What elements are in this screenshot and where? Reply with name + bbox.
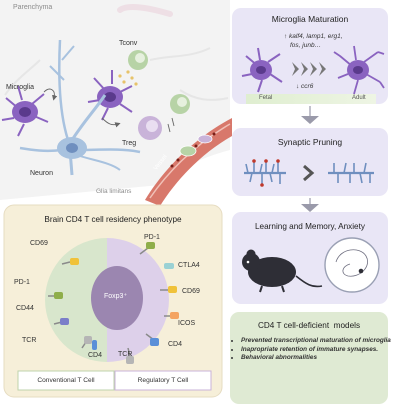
legend-regulatory-box [114,370,212,391]
cell-diagram [45,238,179,364]
deficient-title: CD4 T cell-deficient models [257,321,361,330]
treg-label: Treg [122,140,137,147]
marker-label-cd4-right: CD4 [168,341,183,348]
marker-label-ctla4: CTLA4 [178,262,200,269]
learning-title: Learning and Memory, Anxiety [255,222,365,231]
tconv-cell-right [170,94,190,114]
legend-conventional-box [17,370,115,391]
neuron-label: Neuron [30,170,53,177]
marker-label-cd69-left: CD69 [30,240,48,247]
marker-label-icos: ICOS [178,320,196,327]
fetal-microglia-icon [241,47,283,93]
microglia-cell-left [1,85,49,137]
adult-microglia-icon [333,45,385,95]
marker-label-tcr-right: TCR [118,351,133,358]
deficient-panel [230,312,388,404]
maturation-arrows [292,62,326,76]
marker-label-tcr-left: TCR [22,337,37,344]
microglia-cell-center [87,70,133,121]
marker-label-pd1-right: PD-1 [144,234,160,241]
adult-label: Adult [352,95,366,101]
pruning-after-icon [328,162,374,184]
marker-label-cd44: CD44 [16,305,34,312]
foxp3-label: Foxp3⁺ [104,293,128,300]
genes-up-line2: fos, junb… [290,42,322,49]
deficient-item: Prevented transcriptional maturation of … [241,337,391,345]
mouse-icon [242,249,323,293]
parenchyma-label: Parenchyma [13,4,53,11]
tconv-cell-top [128,50,148,70]
treg-cell [138,116,162,140]
residency-title: Brain CD4 T cell residency phenotype [44,215,182,224]
marker-label-cd4-left: CD4 [88,352,103,359]
pruning-before-icon [244,159,286,187]
glia-limitans-label: Glia limitans [96,188,132,195]
maturation-title: Microglia Maturation [271,14,349,24]
tconv-label: Tconv [119,40,138,47]
fetal-label: Fetal [259,95,273,101]
gene-down: ↓ ccr6 [296,83,314,90]
marker-label-cd69-right: CD69 [182,288,200,295]
parenchyma-scene [0,0,232,206]
marker-label-pd1-left: PD-1 [14,279,30,286]
maturation-panel [232,8,388,104]
pruning-arrow [303,164,315,182]
deficient-list: Prevented transcriptional maturation of … [234,337,391,363]
blood-vessel [145,118,232,206]
maze-icon [324,237,380,293]
legend-conventional-label: Conventional T Cell [37,377,95,384]
neuron-cell [19,39,141,176]
microglia-label: Microglia [6,84,35,91]
deficient-item: Behavioral abnormalities [241,354,391,362]
pruning-title: Synaptic Pruning [277,137,343,147]
legend-regulatory-label: Regulatory T Cell [137,377,189,384]
cytokine-dots [118,70,138,86]
fetal-adult-bar [246,94,376,104]
deficient-item: Inapropriate retention of immature synap… [241,346,391,354]
genes-up-line1: ↑ kalf4, lamp1, erg1, [284,33,343,40]
